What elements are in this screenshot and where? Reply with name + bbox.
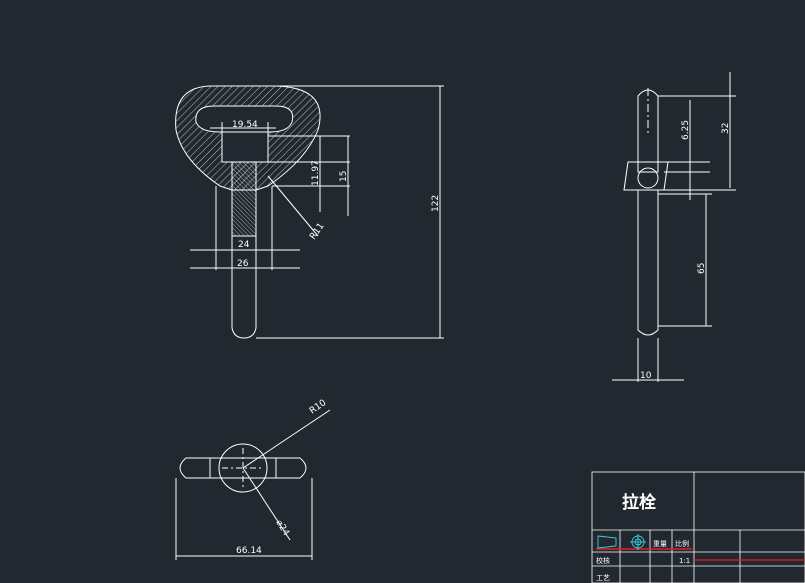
label-scale: 比例 [675, 539, 689, 548]
side-shank [637, 190, 659, 336]
value-scale: 1:1 [679, 557, 690, 565]
label-weight: 重量 [653, 540, 667, 548]
pin-shank [231, 236, 257, 339]
top-view [175, 409, 331, 560]
title-block-text: 拉栓 重量 比例 1:1 校核 工艺 [596, 492, 690, 582]
dim-side-diameter: 10 [640, 371, 652, 381]
dim-neck-height: 11.97 [311, 160, 321, 186]
label-craft: 工艺 [596, 574, 610, 582]
top-bar [179, 457, 307, 479]
dim-shoulder-width: 26 [237, 259, 249, 269]
dim-side-top: 32 [721, 123, 731, 134]
dim-inner-width: 19.54 [232, 120, 258, 130]
top-view-dimension-text: R10 ⌀24 66.14 [236, 398, 328, 556]
front-view [175, 85, 444, 339]
dim-top-radius: R10 [308, 398, 328, 417]
pin-core [231, 161, 257, 237]
projection-symbol-icon [597, 534, 646, 550]
label-check: 校核 [596, 556, 610, 565]
title-block [591, 471, 805, 583]
neck-block [221, 131, 269, 163]
dim-total-length: 122 [431, 195, 441, 212]
top-boss [218, 443, 268, 493]
dim-top-diameter: ⌀24 [273, 518, 291, 538]
dim-pin-width: 24 [238, 240, 250, 250]
side-view [612, 72, 736, 382]
side-view-dimension-text: 32 6.25 65 10 [640, 120, 731, 381]
side-collar-circle [637, 167, 659, 189]
side-collar [623, 161, 669, 191]
drawing-title: 拉栓 [622, 492, 656, 513]
side-handle [637, 89, 659, 173]
dim-top-length: 66.14 [236, 546, 262, 556]
dim-neck-height2: 15 [339, 171, 349, 182]
dim-side-shank: 65 [697, 263, 707, 274]
dim-fillet: R11 [308, 221, 326, 241]
dim-side-gap: 6.25 [681, 120, 691, 140]
